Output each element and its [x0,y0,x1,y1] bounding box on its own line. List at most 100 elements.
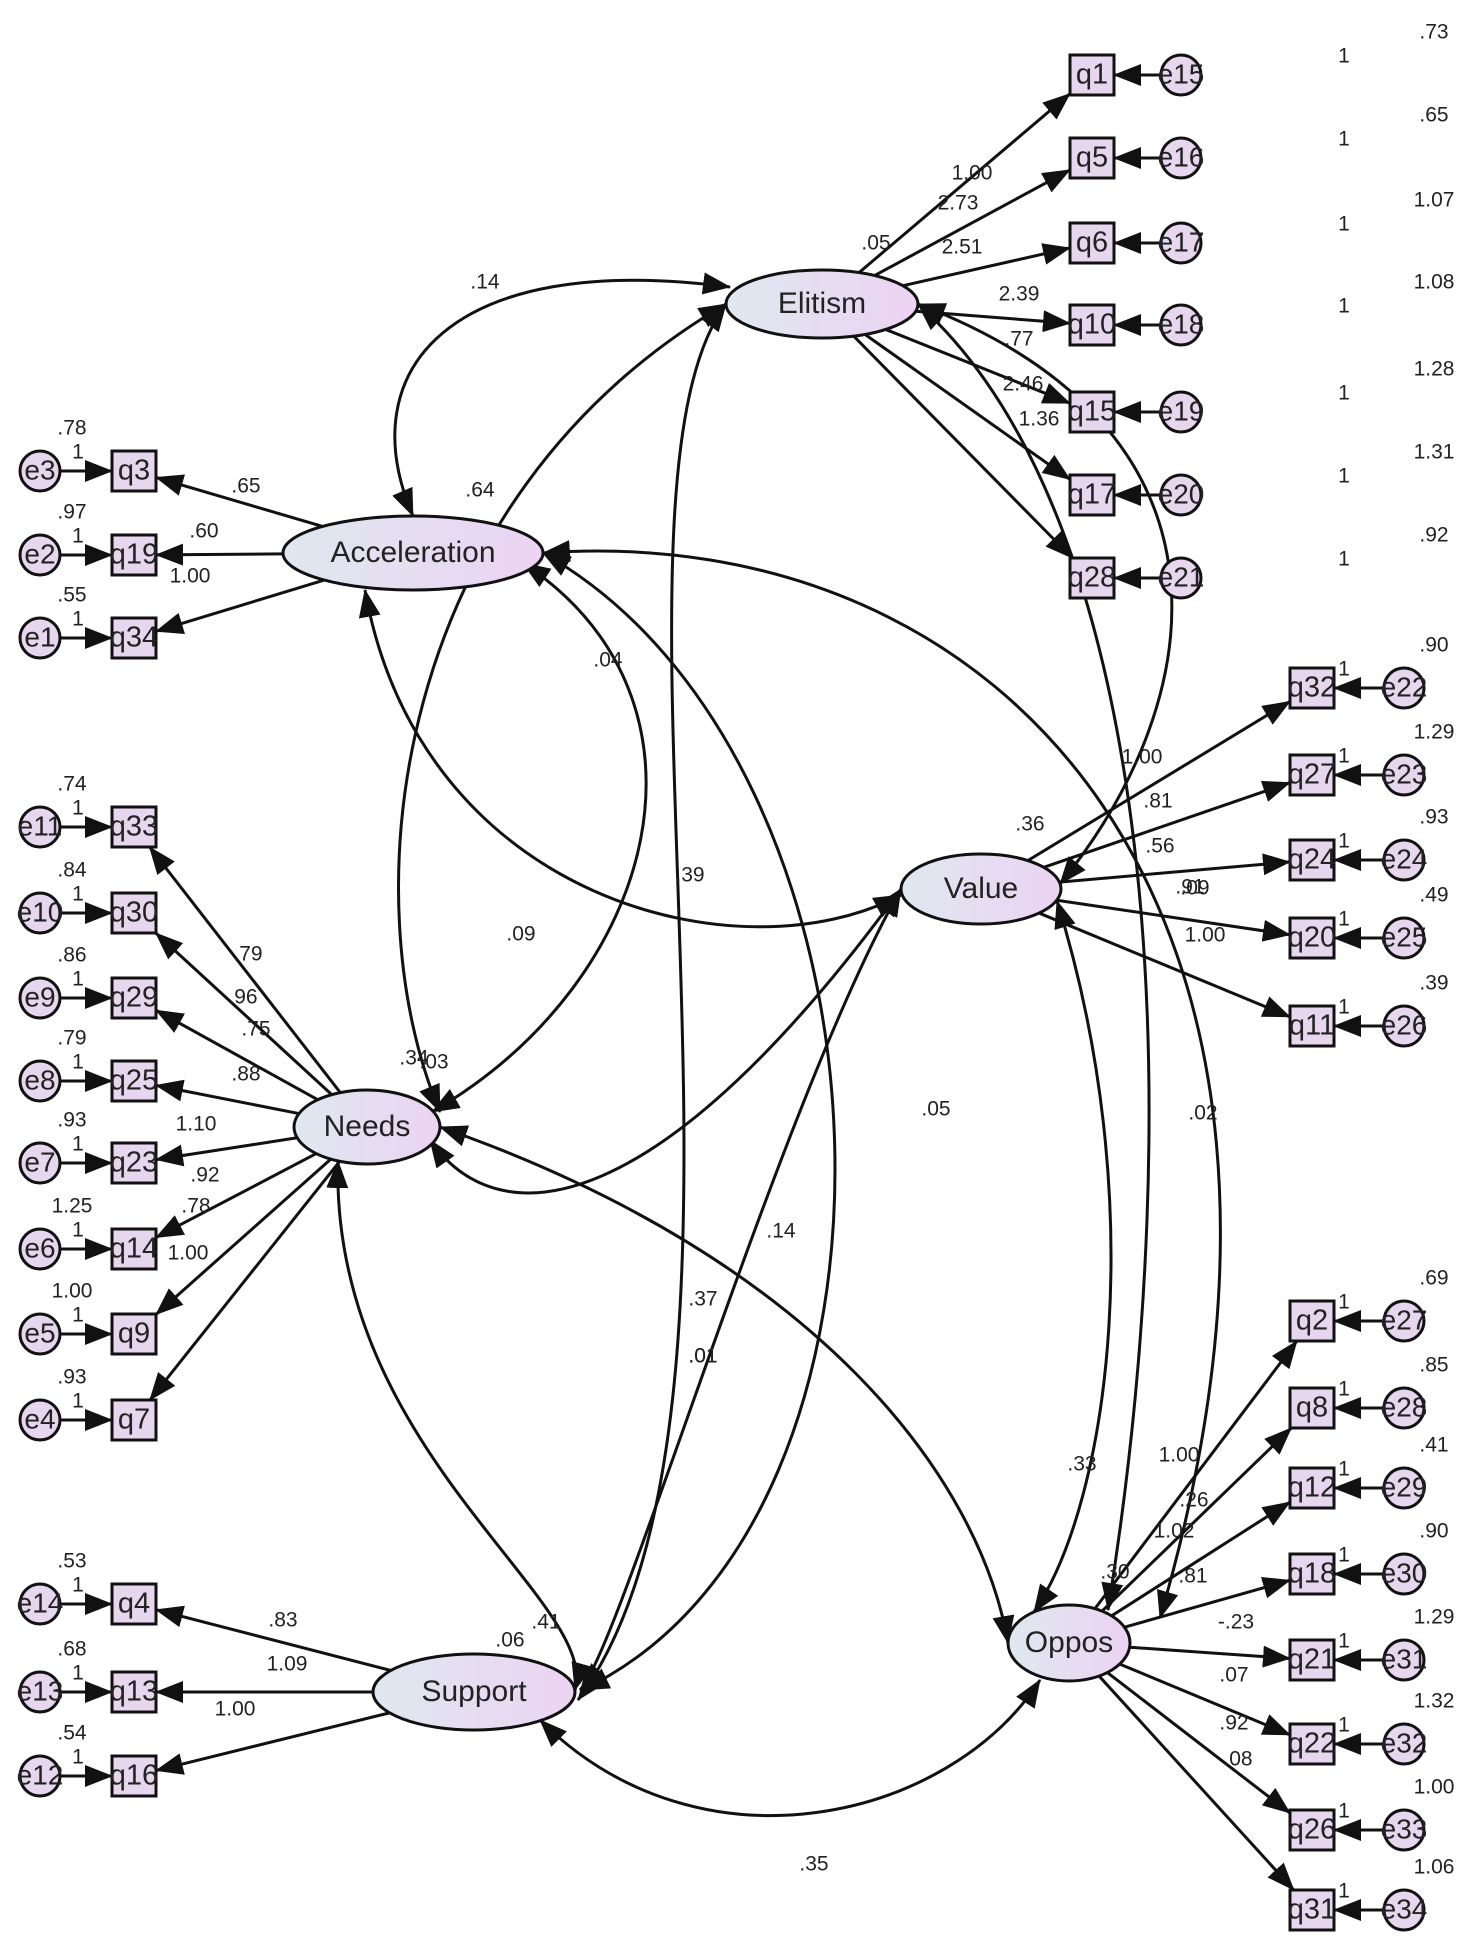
fixed-weight-e23: 1 [1338,745,1350,768]
loading-path-q28 [852,335,1074,560]
observed-label-q27: q27 [1288,759,1336,791]
loading-path-q11 [1038,911,1291,1019]
observed-q10 [1068,303,1116,347]
error-e12 [18,1754,62,1798]
observed-q25 [110,1059,158,1103]
error-e31 [1382,1638,1426,1682]
covariance-label-acceleration-oppos: .02 [1188,1102,1217,1125]
latent-label-needs: Needs [324,1110,411,1143]
latent-elitism [724,268,920,340]
error-e7 [18,1141,62,1185]
error-e2 [18,533,62,577]
observed-q21 [1288,1638,1336,1682]
loading-path-q15 [885,328,1071,405]
error-variance-e5: 1.00 [52,1280,93,1303]
error-variance-e20: 1.31 [1414,441,1455,464]
error-label-e18: e18 [1158,308,1205,339]
error-variance-e24: .93 [1419,806,1448,829]
covariance-label-needs-support: .01 [688,1345,717,1368]
error-label-e13: e13 [17,1675,64,1706]
error-variance-e12: .54 [57,1722,87,1745]
error-label-e27: e27 [1381,1304,1428,1335]
error-e4 [18,1398,62,1442]
observed-label-q5: q5 [1076,142,1108,174]
covariance-acceleration-needs [431,561,648,1114]
loading-path-q32 [1026,700,1291,862]
loading-label-q15: .77 [1004,328,1033,351]
error-variance-e33: 1.00 [1414,1776,1455,1799]
observed-label-q26: q26 [1288,1814,1336,1846]
error-e15 [1159,53,1203,97]
latent-variance-oppos: .30 [1100,1561,1129,1584]
latent-variance-needs: .34 [399,1047,429,1070]
fixed-weight-e25: 1 [1338,908,1350,931]
error-e28 [1382,1386,1426,1430]
error-e33 [1382,1808,1426,1852]
observed-q22 [1288,1722,1336,1766]
observed-label-q12: q12 [1288,1472,1336,1504]
loading-path-q12 [1110,1500,1291,1618]
loading-label-q11: 1.00 [1185,924,1226,947]
loading-path-q29 [155,1008,319,1102]
observed-q18 [1288,1552,1336,1596]
error-e14 [18,1582,62,1626]
error-variance-e3: .78 [57,417,86,440]
error-label-e7: e7 [24,1146,55,1177]
error-label-e29: e29 [1381,1471,1428,1502]
error-e6 [18,1227,62,1271]
fixed-weight-e11: 1 [72,797,84,820]
error-label-e16: e16 [1158,141,1205,172]
error-label-e23: e23 [1381,758,1428,789]
error-e23 [1382,753,1426,797]
error-variance-e7: .93 [57,1109,86,1132]
loading-label-q12: 1.02 [1154,1520,1195,1543]
error-label-e12: e12 [17,1759,64,1790]
error-label-e22: e22 [1381,671,1428,702]
error-variance-e11: .74 [57,773,87,796]
loading-label-q7: 1.00 [168,1242,209,1265]
error-variance-e9: .86 [57,944,86,967]
error-e9 [18,976,62,1020]
error-e27 [1382,1299,1426,1343]
fixed-weight-e3: 1 [72,441,84,464]
observed-q26 [1288,1808,1336,1852]
error-variance-e6: 1.25 [52,1195,93,1218]
error-label-e28: e28 [1381,1391,1428,1422]
loading-label-q33: .79 [233,943,262,966]
fixed-weight-e10: 1 [72,883,84,906]
loading-path-q5 [873,168,1071,277]
loading-label-q26: .92 [1219,1712,1248,1735]
fixed-weight-e4: 1 [72,1390,84,1413]
covariance-label-elitism-support: .37 [688,1288,717,1311]
fixed-weight-e22: 1 [1338,658,1350,681]
error-variance-e30: .90 [1419,1520,1448,1543]
fixed-weight-e21: 1 [1338,548,1350,571]
error-variance-e8: .79 [57,1027,86,1050]
loading-label-q18: .81 [1178,1565,1207,1588]
loading-label-q34: 1.00 [170,565,211,588]
observed-q2 [1288,1299,1336,1343]
fixed-weight-e20: 1 [1338,465,1350,488]
observed-q3 [110,449,158,493]
loading-label-q5: 2.73 [938,192,979,215]
loading-path-q6 [902,243,1071,288]
loading-label-q21: -.23 [1218,1611,1254,1634]
observed-label-q25: q25 [110,1065,158,1097]
loading-label-q23: 1.10 [176,1113,217,1136]
observed-q6 [1068,221,1116,265]
covariance-label-acceleration-elitism: .14 [470,271,500,294]
observed-q19 [110,533,158,577]
observed-q32 [1288,666,1336,710]
fixed-weight-e24: 1 [1338,830,1350,853]
observed-q1 [1068,53,1116,97]
latent-label-oppos: Oppos [1025,1626,1113,1659]
observed-label-q18: q18 [1288,1558,1336,1590]
fixed-weight-e28: 1 [1338,1378,1350,1401]
error-e29 [1382,1466,1426,1510]
latent-oppos [1006,1603,1132,1683]
error-e19 [1159,390,1203,434]
fixed-weight-e17: 1 [1338,213,1350,236]
loading-label-q17: 2.46 [1003,373,1044,396]
covariance-label-value-needs: .14 [766,1220,796,1243]
error-label-e24: e24 [1381,843,1428,874]
